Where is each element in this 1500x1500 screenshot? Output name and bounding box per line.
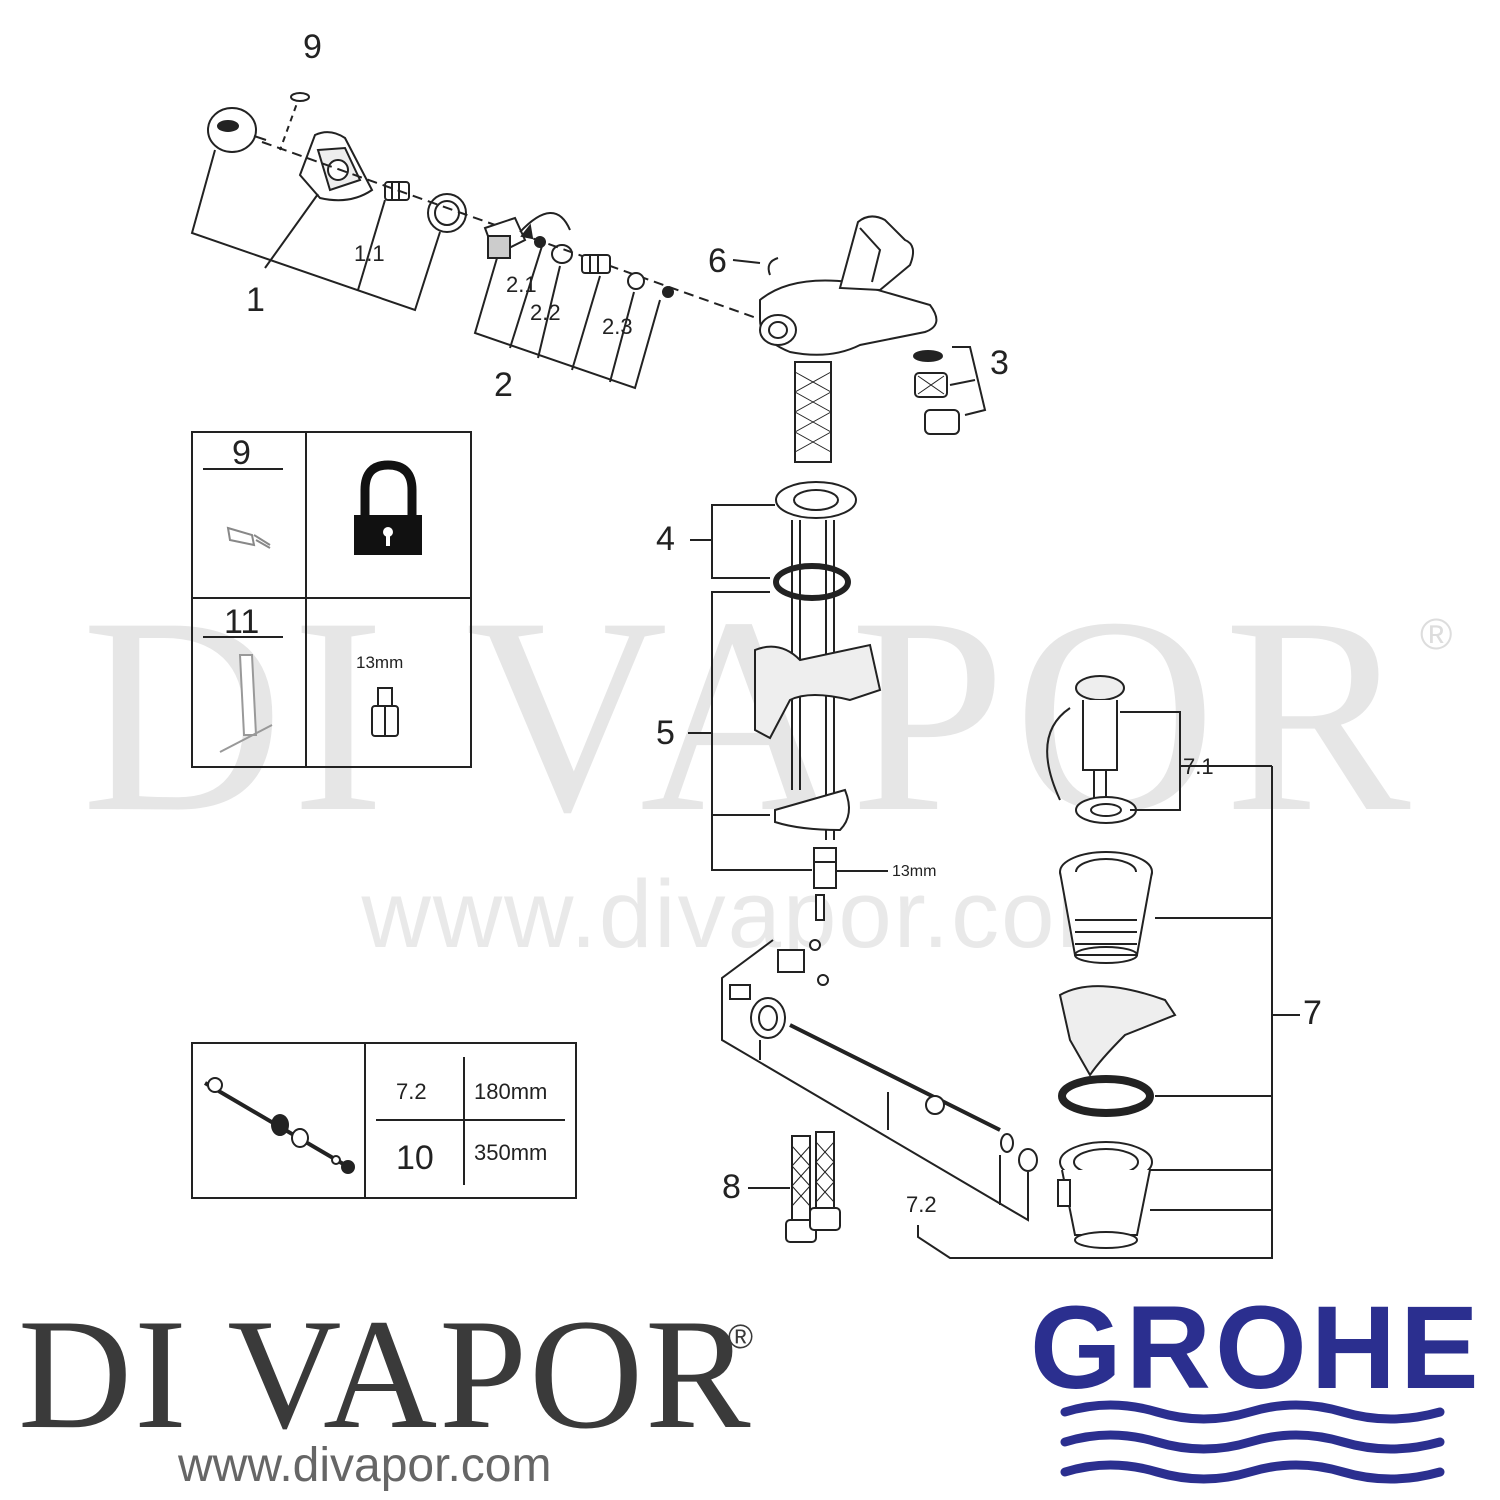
rod-clamp [777, 949, 805, 973]
basin-section [754, 643, 882, 740]
watermark-url: www.divapor.com [361, 861, 1139, 968]
rod-length-1: 180mm [474, 1079, 548, 1104]
part-label-9: 9 [303, 28, 322, 66]
part-label-7: 7 [1303, 994, 1322, 1032]
flexible-hoses [785, 1131, 841, 1243]
part-label-3: 3 [990, 344, 1009, 382]
mixer-body [759, 215, 938, 463]
base-plate [775, 481, 857, 519]
part-label-2: 2 [494, 366, 513, 404]
screw-tool [226, 526, 271, 549]
part-label-5: 5 [656, 714, 675, 752]
pop-up-plug [1046, 675, 1137, 824]
cartridge [483, 212, 674, 298]
part-label-2-2: 2.2 [530, 300, 561, 325]
grohe-waves-icon [1060, 1400, 1445, 1484]
part-label-8: 8 [722, 1168, 741, 1206]
mounting-nut [813, 847, 837, 889]
fixing-plate [774, 788, 850, 832]
handle-cap [207, 107, 267, 153]
part-label-1-1: 1.1 [354, 241, 385, 266]
part-label-7-1: 7.1 [1183, 754, 1214, 779]
rod-nut [750, 997, 786, 1039]
part-label-13mm: 13mm [892, 863, 937, 880]
handle-knob [298, 131, 374, 202]
rod-table-frame [191, 1042, 577, 1199]
tool-box-label-9: 9 [232, 434, 251, 472]
watermark-text: DI VAPOR [81, 559, 1419, 870]
rod-kit-illustration [203, 1077, 355, 1174]
rod-length-2: 350mm [474, 1140, 548, 1165]
spanner-tool [219, 654, 273, 753]
part-label-4: 4 [656, 520, 675, 558]
rod-code-2: 10 [396, 1139, 434, 1177]
waste-body [1059, 851, 1153, 964]
pop-up-rod [789, 1023, 1001, 1132]
tool-box-label-11: 11 [224, 603, 260, 641]
handle-insert [384, 181, 410, 201]
aerator [913, 350, 960, 435]
basin-section-2 [1058, 985, 1177, 1077]
rod-code-1: 7.2 [396, 1079, 427, 1104]
part-label-2-3: 2.3 [602, 314, 633, 339]
padlock-icon [354, 460, 422, 555]
waste-trap [1057, 1141, 1153, 1249]
grub-screw [290, 92, 310, 102]
nut-13mm [371, 687, 399, 737]
brand-registered: ® [728, 1318, 754, 1356]
o-ring [773, 563, 851, 601]
grohe-logo-text: GROHE [1030, 1282, 1483, 1414]
tool-box-frame [191, 431, 472, 768]
part-label-2-1: 2.1 [506, 272, 537, 297]
brand-logo-text: DI VAPOR [18, 1287, 753, 1462]
part-label-7-2: 7.2 [906, 1192, 937, 1217]
watermark-registered: ® [1420, 610, 1453, 659]
brand-url: www.divapor.com [178, 1439, 552, 1492]
waste-seal [1058, 1075, 1154, 1117]
tool-box-size: 13mm [356, 653, 404, 672]
part-label-6: 6 [708, 242, 727, 280]
part-label-1: 1 [246, 281, 265, 319]
